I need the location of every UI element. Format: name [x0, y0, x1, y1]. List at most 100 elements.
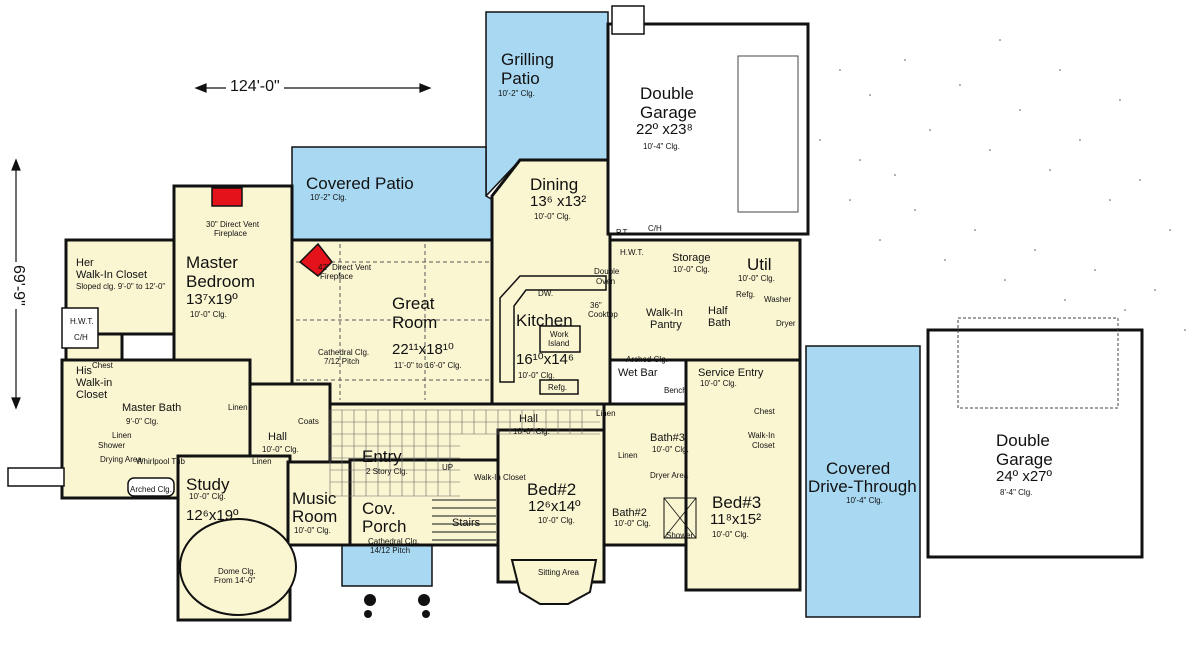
- garage-top-name2: Garage: [640, 103, 697, 122]
- whirlpool-tub-icon: [127, 477, 175, 497]
- garage-top-size: 22º x23⁸: [636, 121, 693, 138]
- util-clg: 10'-0" Clg.: [738, 274, 775, 283]
- entry-tile-grid: [329, 409, 600, 497]
- garage-door-top: [737, 55, 799, 213]
- master-bedroom-name1: Master: [186, 253, 238, 272]
- garage-top-area: [606, 22, 810, 236]
- bed2-size: 12⁶x14º: [528, 498, 581, 515]
- garages: [606, 22, 1144, 559]
- great-fireplace-label2: Fireplace: [320, 272, 353, 281]
- bath2-name: Bath#2: [612, 507, 647, 519]
- master-fireplace-label: 30" Direct Vent: [206, 220, 260, 229]
- pantry-name2: Pantry: [650, 319, 682, 331]
- bath3-linen: Linen: [618, 451, 638, 460]
- half-bath-name2: Bath: [708, 317, 731, 329]
- mech-pt: P.T.: [616, 228, 629, 237]
- util-name: Util: [747, 255, 772, 274]
- his-closet-name1: His: [76, 365, 92, 377]
- bath2-clg: 10'-0" Clg.: [614, 519, 651, 528]
- covered-drive-name1: Covered: [826, 459, 891, 478]
- garage-right-name2: Garage: [996, 450, 1053, 469]
- great-fireplace-label: 42" Direct Vent: [318, 263, 372, 272]
- garage-right-clg: 8'-4" Clg.: [1000, 488, 1033, 497]
- overall-width-label: 124'-0": [226, 79, 284, 95]
- kitchen-dw: DW.: [538, 289, 554, 298]
- great-room-pitch: 7/12 Pitch: [324, 357, 360, 366]
- his-closet-chest: Chest: [92, 361, 113, 370]
- service-entry-clg: 10'-0" Clg.: [700, 379, 737, 388]
- side-stoop: [7, 467, 65, 487]
- main-hall-name: Hall: [519, 413, 538, 425]
- grilling-patio-name: Grilling: [501, 50, 554, 69]
- cov-porch-clg: Cathedral Clg.: [368, 537, 420, 546]
- study-size: 12⁶x19º: [186, 507, 239, 524]
- great-room-name1: Great: [392, 294, 435, 313]
- master-bath-tub: Whirlpool Tub: [136, 457, 185, 466]
- util-dryer: Dryer: [776, 319, 796, 328]
- great-room-clg: 11'-0" to 16'-0" Clg.: [394, 361, 462, 370]
- left-hall-name: Hall: [268, 431, 287, 443]
- master-bath-name: Master Bath: [122, 402, 182, 414]
- cov-porch-name1: Cov.: [362, 499, 396, 518]
- kitchen-name: Kitchen: [516, 311, 573, 330]
- grilling-patio-name2: Patio: [501, 69, 540, 88]
- garage-right-size: 24º x27º: [996, 468, 1052, 485]
- covered-patio-name: Covered Patio: [306, 174, 414, 193]
- kitchen-island2: Island: [548, 339, 570, 348]
- her-closet-clg: Sloped clg. 9'-0" to 12'-0": [76, 282, 166, 291]
- mech-hwt: H.W.T.: [620, 248, 644, 257]
- music-room-name2: Room: [292, 507, 338, 526]
- storage-name: Storage: [672, 252, 711, 264]
- his-closet-name2: Walk-in: [76, 377, 113, 389]
- great-room-cathedral: Cathedral Clg.: [318, 348, 370, 357]
- kitchen-clg: 10'-0" Clg.: [518, 371, 555, 380]
- study-dome: [179, 518, 297, 616]
- master-bedroom-name2: Bedroom: [186, 272, 255, 291]
- bed2-clg: 10'-0" Clg.: [538, 516, 575, 525]
- living-areas: [60, 158, 802, 622]
- bed3-closet1: Walk-In: [748, 431, 775, 440]
- her-closet-name2: Walk-In Closet: [76, 269, 148, 281]
- left-hall-coats: Coats: [298, 417, 319, 426]
- refrigerator: [539, 379, 579, 395]
- covered-drive-name2: Drive-Through: [808, 477, 917, 496]
- work-island: [539, 325, 581, 353]
- fireplace-master-icon: [211, 187, 243, 207]
- pantry-name1: Walk-In: [646, 307, 683, 319]
- left-hall-linen: Linen: [252, 457, 272, 466]
- sitting-bay: [510, 559, 598, 605]
- covered-drive-area: [805, 345, 921, 618]
- kitchen-oven1: Double: [594, 267, 620, 276]
- stairs-icon: [432, 499, 496, 541]
- bed3-area: [684, 358, 802, 592]
- site-texture: [819, 39, 1186, 331]
- master-fireplace-label2: Fireplace: [214, 229, 247, 238]
- kitchen-size: 16¹⁰x14⁶: [516, 351, 575, 368]
- covered-patio-clg: 10'-2" Clg.: [310, 193, 347, 202]
- covered-drive-clg: 10'-4" Clg.: [846, 496, 883, 505]
- study-clg: 10'-0" Clg.: [189, 492, 226, 501]
- overall-depth-label: 69'-9": [10, 262, 27, 309]
- master-bath-clg: 9'-0" Clg.: [126, 417, 159, 426]
- garage-entry-stoop: [611, 5, 645, 35]
- bed2-name: Bed#2: [527, 480, 577, 499]
- garage-right-area: [926, 328, 1144, 559]
- bed3-clg: 10'-0" Clg.: [712, 530, 749, 539]
- music-room-clg: 10'-0" Clg.: [294, 526, 331, 535]
- kitchen-fixtures: [499, 275, 607, 395]
- garage-top-clg: 10'-4" Clg.: [643, 142, 680, 151]
- left-hall-clg: 10'-0" Clg.: [262, 445, 299, 454]
- wet-bar-arched: Arched Clg.: [626, 355, 668, 364]
- master-bedroom-clg: 10'-0" Clg.: [190, 310, 227, 319]
- master-bath-linen: Linen: [228, 403, 248, 412]
- garage-right-name1: Double: [996, 431, 1050, 450]
- garage-door-right: [957, 317, 1119, 409]
- music-room-name1: Music: [292, 489, 337, 508]
- fireplace-great-room-icon: [298, 242, 333, 277]
- master-bath-drying: Drying Area: [100, 455, 142, 464]
- master-hwt: H.W.T.: [70, 317, 94, 326]
- bed3-closet2: Closet: [752, 441, 775, 450]
- dining-clg: 10'-0" Clg.: [534, 212, 571, 221]
- shower-bed2-icon: [663, 497, 697, 539]
